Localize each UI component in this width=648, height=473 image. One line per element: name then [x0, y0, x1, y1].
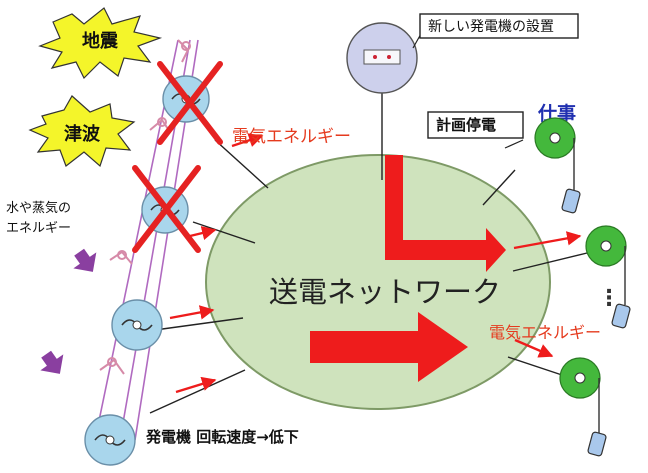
earthquake-label: 地震 — [82, 30, 119, 52]
input-arrow-icon — [73, 248, 97, 272]
tsunami-label: 津波 — [64, 123, 101, 145]
small-energy-arrows — [169, 133, 582, 394]
water-steam-label-line1: 水や蒸気の — [6, 200, 71, 216]
meter-gauge-icon — [346, 22, 418, 94]
motor-pulley-icon — [534, 117, 576, 190]
motor-pulley-icon — [585, 225, 627, 305]
hanging-weight-icon — [611, 303, 631, 329]
new-generator-box — [419, 13, 579, 39]
tsunami-burst-icon — [28, 95, 136, 168]
generator-speed-label: 発電機 回転速度→低下 — [145, 428, 299, 446]
network-label: 送電ネットワーク — [269, 275, 501, 309]
hanging-weight-icon — [587, 431, 607, 457]
leader-lines — [149, 93, 588, 414]
planned-outage-box — [427, 111, 524, 139]
earthquake-burst-icon — [38, 7, 163, 80]
motor-pulley-icon — [559, 357, 601, 433]
water-steam-label-line2: エネルギー — [6, 221, 71, 236]
supply-arrow-l — [385, 155, 506, 272]
supply-arrow-main — [310, 312, 468, 382]
planned-outage-label: 計画停電 — [436, 116, 496, 134]
electric-energy-label-right: 電気エネルギー — [489, 323, 601, 342]
ellipsis-label: ⋮ — [598, 286, 620, 311]
generator-turbine-icon — [111, 299, 163, 351]
generator-turbine-icon — [84, 414, 136, 466]
crank-linkages — [99, 39, 191, 375]
hanging-weight-icon — [561, 188, 581, 214]
new-generator-label: 新しい発電機の設置 — [428, 19, 554, 35]
cross-out-icon — [157, 61, 223, 145]
electric-energy-label-top: 電気エネルギー — [232, 127, 351, 147]
cross-out-icon — [132, 165, 201, 253]
input-arrow-icon — [40, 350, 64, 374]
